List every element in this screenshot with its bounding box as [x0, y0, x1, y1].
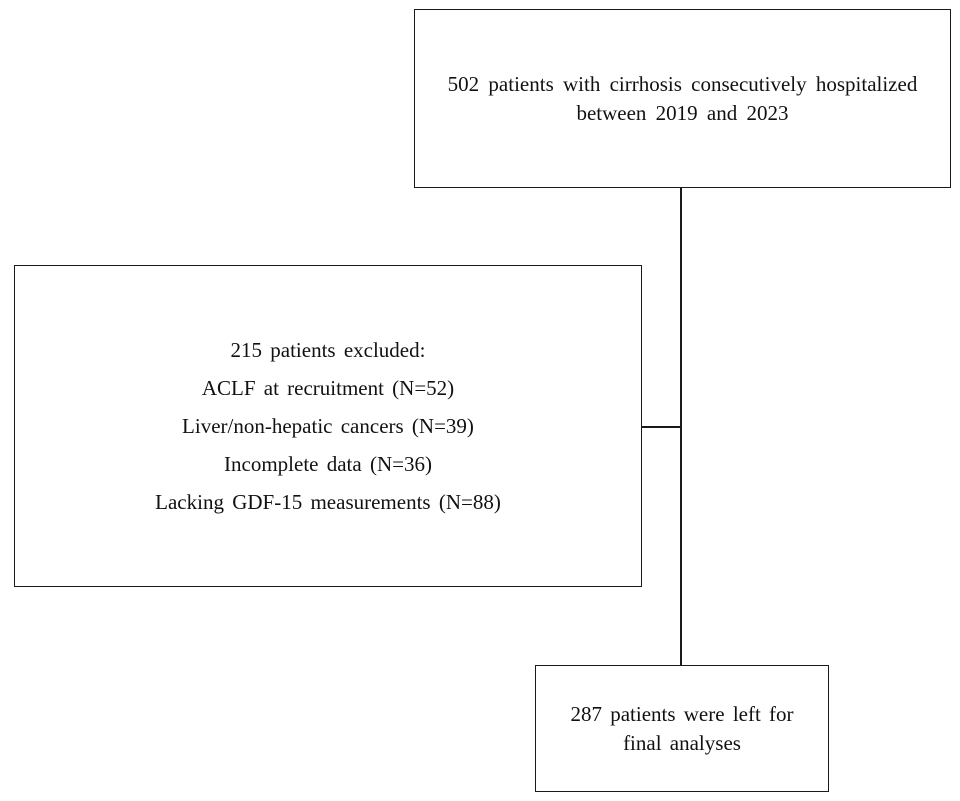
exclusion-reason: Lacking GDF-15 measurements (N=88): [155, 490, 501, 514]
final-analysis-box: 287 patients were left for final analyse…: [535, 665, 829, 792]
final-line-1: 287 patients were left for: [570, 701, 794, 726]
enrolled-patients-box: 502 patients with cirrhosis consecutivel…: [414, 9, 951, 188]
excluded-patients-box: 215 patients excluded: ACLF at recruitme…: [14, 265, 642, 587]
exclusion-reason: ACLF at recruitment (N=52): [201, 376, 455, 400]
exclusion-reason: Incomplete data (N=36): [224, 452, 432, 476]
final-line-2: final analyses: [623, 730, 741, 755]
exclusion-reason: Liver/non-hepatic cancers (N=39): [182, 414, 474, 438]
connector-vertical: [680, 188, 682, 665]
enrolled-line-1: 502 patients with cirrhosis consecutivel…: [447, 71, 918, 96]
excluded-heading: 215 patients excluded:: [230, 338, 426, 362]
enrolled-line-2: between 2019 and 2023: [576, 100, 789, 125]
connector-to-excluded: [642, 426, 681, 428]
